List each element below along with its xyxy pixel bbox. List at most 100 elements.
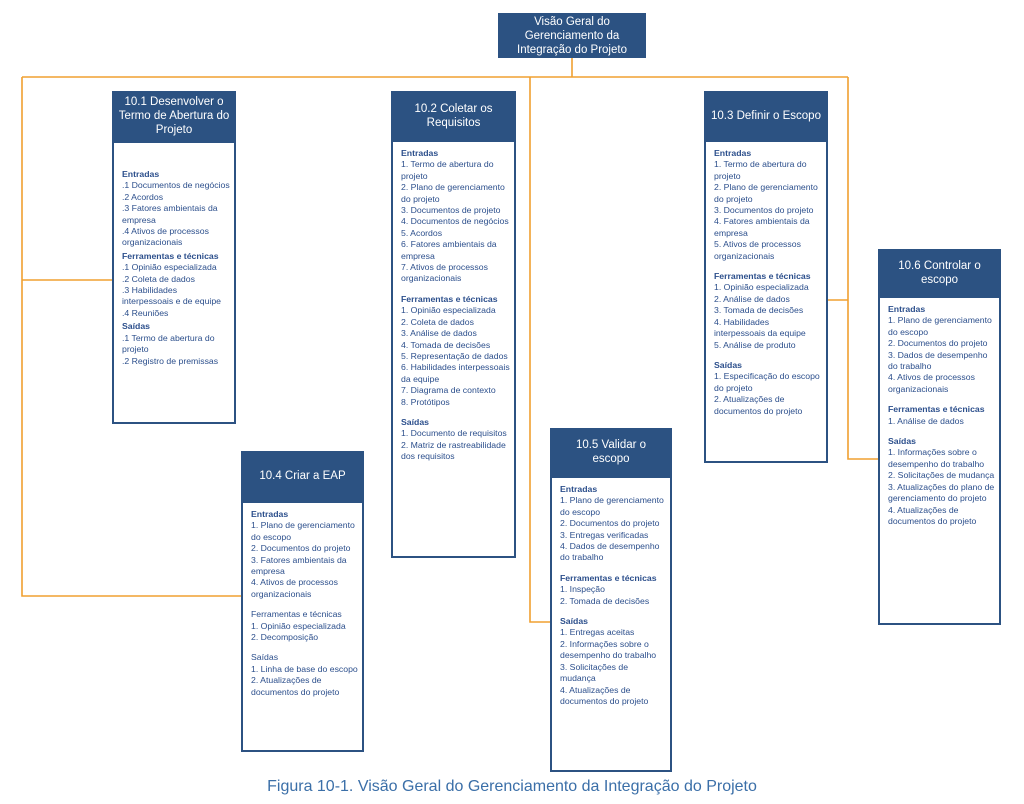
tools-section: Ferramentas e técnicas 1. Análise de dad… xyxy=(888,404,995,427)
list-item: 3. Entregas verificadas xyxy=(560,529,649,540)
tools-section: Ferramentas e técnicas 1. Opinião especi… xyxy=(401,294,510,408)
process-10-2-body: Entradas 1. Termo de abertura do projeto… xyxy=(391,140,516,558)
list-item: 2. Solicitações de mudança xyxy=(888,470,995,481)
process-title: 10.5 Validar o escopo xyxy=(575,439,647,465)
inputs-section: Entradas 1. Termo de abertura do projeto… xyxy=(401,148,510,285)
section-title: Ferramentas e técnicas xyxy=(401,293,498,304)
process-10-3-body: Entradas 1. Termo de abertura do projeto… xyxy=(704,140,828,463)
connector-to-10-5 xyxy=(529,77,550,623)
process-10-5: 10.5 Validar o escopo Entradas 1. Plano … xyxy=(550,428,672,772)
section-title: Saídas xyxy=(122,321,151,332)
process-10-4-body: Entradas 1. Plano de gerenciamento do es… xyxy=(241,501,364,752)
section-title: Ferramentas e técnicas xyxy=(251,609,342,620)
list-item: 6. Habilidades interpessoais da equipe xyxy=(401,362,510,384)
list-item: 1. Plano de gerenciamento do escopo xyxy=(560,495,664,517)
list-item: .1 Termo de abertura do projeto xyxy=(122,332,215,355)
process-10-4-header: 10.4 Criar a EAP xyxy=(241,451,364,501)
process-10-1: 10.1 Desenvolver o Termo de Abertura do … xyxy=(112,91,236,424)
main-title: Visão Geral do Gerenciamento da Integraç… xyxy=(517,15,627,56)
list-item: 5. Representação de dados xyxy=(401,350,508,361)
list-item: 4. Atualizações de documentos do projeto xyxy=(560,684,649,706)
list-item: 7. Ativos de processos organizacionais xyxy=(401,262,488,284)
section-title: Saídas xyxy=(560,616,589,627)
process-10-6-body: Entradas 1. Plano de gerenciamento do es… xyxy=(878,296,1001,625)
list-item: 3. Atualizações do plano de gerenciament… xyxy=(888,481,995,504)
tools-section: Ferramentas e técnicas 1. Inspeção 2. To… xyxy=(560,573,666,607)
list-item: 2. Matriz de rastreabilidade dos requisi… xyxy=(401,439,506,462)
process-title: 10.1 Desenvolver o Termo de Abertura do … xyxy=(118,96,230,136)
list-item: 1. Análise de dados xyxy=(888,415,964,426)
outputs-section: Saídas 1. Documento de requisitos 2. Mat… xyxy=(401,417,510,463)
list-item: 1. Especificação do escopo do projeto xyxy=(714,371,820,393)
list-item: 2. Plano de gerenciamento do projeto xyxy=(714,182,818,204)
list-item: .3 Fatores ambientais da empresa xyxy=(122,203,218,225)
section-title: Saídas xyxy=(251,652,279,663)
list-item: 3. Tomada de decisões xyxy=(714,305,804,316)
list-item: 1. Opinião especializada xyxy=(251,620,346,631)
process-10-6: 10.6 Controlar o escopo Entradas 1. Plan… xyxy=(878,249,1001,625)
list-item: 4. Tomada de decisões xyxy=(401,339,491,350)
list-item: 2. Coleta de dados xyxy=(401,316,474,327)
section-title: Entradas xyxy=(251,509,289,519)
inputs-section: Entradas 1. Plano de gerenciamento do es… xyxy=(888,304,995,395)
process-10-6-header: 10.6 Controlar o escopo xyxy=(878,249,1001,296)
list-item: 2. Decomposição xyxy=(251,632,319,643)
list-item: 5. Acordos xyxy=(401,227,443,238)
list-item: 2. Documentos do projeto xyxy=(888,338,988,349)
process-title: 10.6 Controlar o escopo xyxy=(898,259,981,286)
main-title-box: Visão Geral do Gerenciamento da Integraç… xyxy=(498,13,646,58)
outputs-section: Saídas .1 Termo de abertura do projeto .… xyxy=(122,321,230,367)
list-item: 3. Solicitações de mudança xyxy=(560,661,629,684)
section-title: Entradas xyxy=(401,148,439,158)
list-item: 3. Análise de dados xyxy=(401,328,477,339)
process-10-2-header: 10.2 Coletar os Requisitos xyxy=(391,91,516,140)
section-title: Saídas xyxy=(401,416,430,427)
outputs-section: Saídas 1. Especificação do escopo do pro… xyxy=(714,360,822,417)
list-item: 3. Fatores ambientais da empresa xyxy=(251,554,347,577)
list-item: 1. Linha de base do escopo xyxy=(251,663,358,674)
section-title: Ferramentas e técnicas xyxy=(122,250,219,261)
list-item: 4. Atualizações de documentos do projeto xyxy=(888,504,977,526)
list-item: 2. Informações sobre o desempenho do tra… xyxy=(560,638,657,661)
list-item: .2 Coleta de dados xyxy=(122,273,195,284)
process-title: 10.3 Definir o Escopo xyxy=(711,109,821,122)
list-item: 2. Atualizações de documentos do projeto xyxy=(251,675,340,697)
list-item: 4. Dados de desempenho do trabalho xyxy=(560,541,660,563)
list-item: 2. Documentos do projeto xyxy=(560,518,660,529)
outputs-section: Saídas 1. Linha de base do escopo 2. Atu… xyxy=(251,652,358,698)
section-title: Saídas xyxy=(888,436,917,447)
list-item: 1. Documento de requisitos xyxy=(401,428,507,439)
section-title: Ferramentas e técnicas xyxy=(888,404,985,415)
inputs-section: Entradas 1. Plano de gerenciamento do es… xyxy=(560,484,666,564)
list-item: .4 Reuniões xyxy=(122,307,169,318)
inputs-section: Entradas 1. Plano de gerenciamento do es… xyxy=(251,509,358,600)
list-item: 1. Opinião especializada xyxy=(401,305,496,316)
outputs-section: Saídas 1. Informações sobre o desempenho… xyxy=(888,436,995,527)
inputs-section: Entradas .1 Documentos de negócios .2 Ac… xyxy=(122,169,230,249)
process-10-3: 10.3 Definir o Escopo Entradas 1. Termo … xyxy=(704,91,828,463)
process-10-5-header: 10.5 Validar o escopo xyxy=(550,428,672,476)
list-item: 1. Opinião especializada xyxy=(714,282,809,293)
section-title: Saídas xyxy=(714,359,743,370)
list-item: 1. Entregas aceitas xyxy=(560,627,635,638)
tools-section: Ferramentas e técnicas 1. Opinião especi… xyxy=(251,609,358,643)
process-10-4: 10.4 Criar a EAP Entradas 1. Plano de ge… xyxy=(241,451,364,752)
tools-section: Ferramentas e técnicas 1. Opinião especi… xyxy=(714,271,822,351)
list-item: 1. Informações sobre o desempenho do tra… xyxy=(888,447,985,469)
list-item: 1. Inspeção xyxy=(560,584,605,595)
list-item: 2. Tomada de decisões xyxy=(560,595,650,606)
list-item: 3. Dados de desempenho do trabalho xyxy=(888,349,988,372)
list-item: 4. Fatores ambientais da empresa xyxy=(714,216,810,238)
figure-caption: Figura 10-1. Visão Geral do Gerenciament… xyxy=(267,778,757,795)
process-10-1-body: Entradas .1 Documentos de negócios .2 Ac… xyxy=(112,141,236,424)
list-item: 1. Termo de abertura do projeto xyxy=(401,159,494,181)
section-title: Entradas xyxy=(888,304,926,314)
list-item: 8. Protótipos xyxy=(401,396,450,407)
connector-to-10-1 xyxy=(21,77,241,597)
list-item: 2. Plano de gerenciamento do projeto xyxy=(401,182,505,204)
process-10-1-header: 10.1 Desenvolver o Termo de Abertura do … xyxy=(112,91,236,141)
process-10-5-body: Entradas 1. Plano de gerenciamento do es… xyxy=(550,476,672,772)
list-item: 4. Documentos de negócios xyxy=(401,216,509,227)
list-item: 2. Atualizações de documentos do projeto xyxy=(714,394,803,416)
